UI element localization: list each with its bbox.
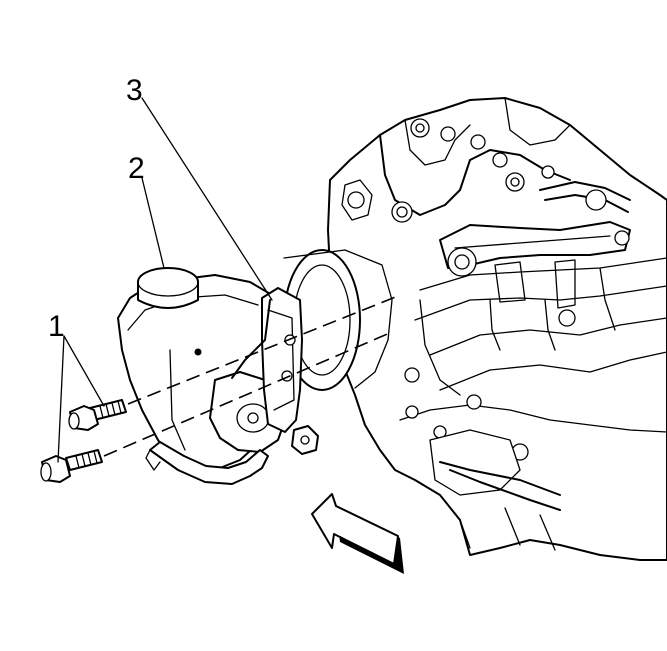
engine-block <box>327 97 667 561</box>
bolt-lower <box>40 449 103 483</box>
callout-3: 3 <box>126 74 143 107</box>
power-steering-pump <box>117 267 286 485</box>
alignment-lines <box>103 295 399 457</box>
direction-arrow <box>311 493 404 574</box>
leader-lines <box>57 97 273 463</box>
pump-pulley <box>283 249 393 391</box>
callout-2: 2 <box>128 152 145 185</box>
bolt-upper <box>68 399 127 431</box>
callout-1: 1 <box>48 310 65 343</box>
pump-bracket <box>231 287 319 455</box>
